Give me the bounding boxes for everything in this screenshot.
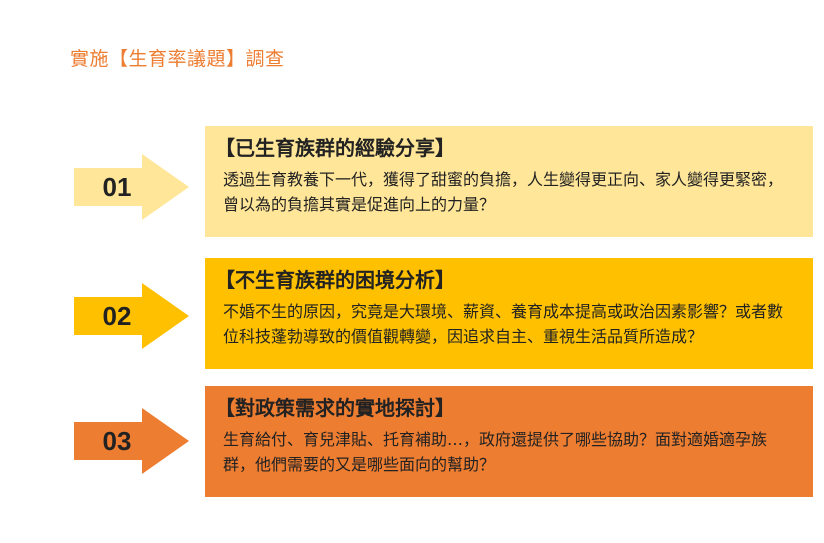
step-number: 01: [102, 171, 132, 202]
topic-description: 透過生育教養下一代，獲得了甜蜜的負擔，人生變得更正向、家人變得更緊密，曾以為的負…: [223, 170, 784, 214]
page-title: 實施【生育率議題】調查: [70, 48, 285, 70]
topic-card-experience: 【已生育族群的經驗分享】 透過生育教養下一代，獲得了甜蜜的負擔，人生變得更正向、…: [205, 126, 813, 237]
topic-heading: 【不生育族群的困境分析】: [215, 268, 455, 292]
step-number: 02: [102, 300, 132, 331]
topic-heading: 【已生育族群的經驗分享】: [215, 136, 455, 160]
topic-card-policy: 【對政策需求的實地探討】 生育給付、育兒津貼、托育補助…，政府還提供了哪些協助？…: [205, 386, 813, 497]
topic-description: 不婚不生的原因，究竟是大環境、薪資、養育成本提高或政治因素影響？或者數位科技蓬勃…: [223, 302, 784, 346]
step-number: 03: [102, 425, 132, 456]
arrow-right-icon: [74, 408, 189, 474]
arrow-right-icon: [74, 154, 189, 220]
step-arrow-01: 01: [74, 154, 194, 220]
topic-heading: 【對政策需求的實地探討】: [215, 396, 455, 420]
arrow-right-icon: [74, 283, 189, 349]
step-arrow-02: 02: [74, 283, 194, 349]
topic-description: 生育給付、育兒津貼、托育補助…，政府還提供了哪些協助？面對適婚適孕族群，他們需要…: [223, 430, 768, 474]
topic-card-difficulties: 【不生育族群的困境分析】 不婚不生的原因，究竟是大環境、薪資、養育成本提高或政治…: [205, 258, 813, 369]
step-arrow-03: 03: [74, 408, 194, 474]
